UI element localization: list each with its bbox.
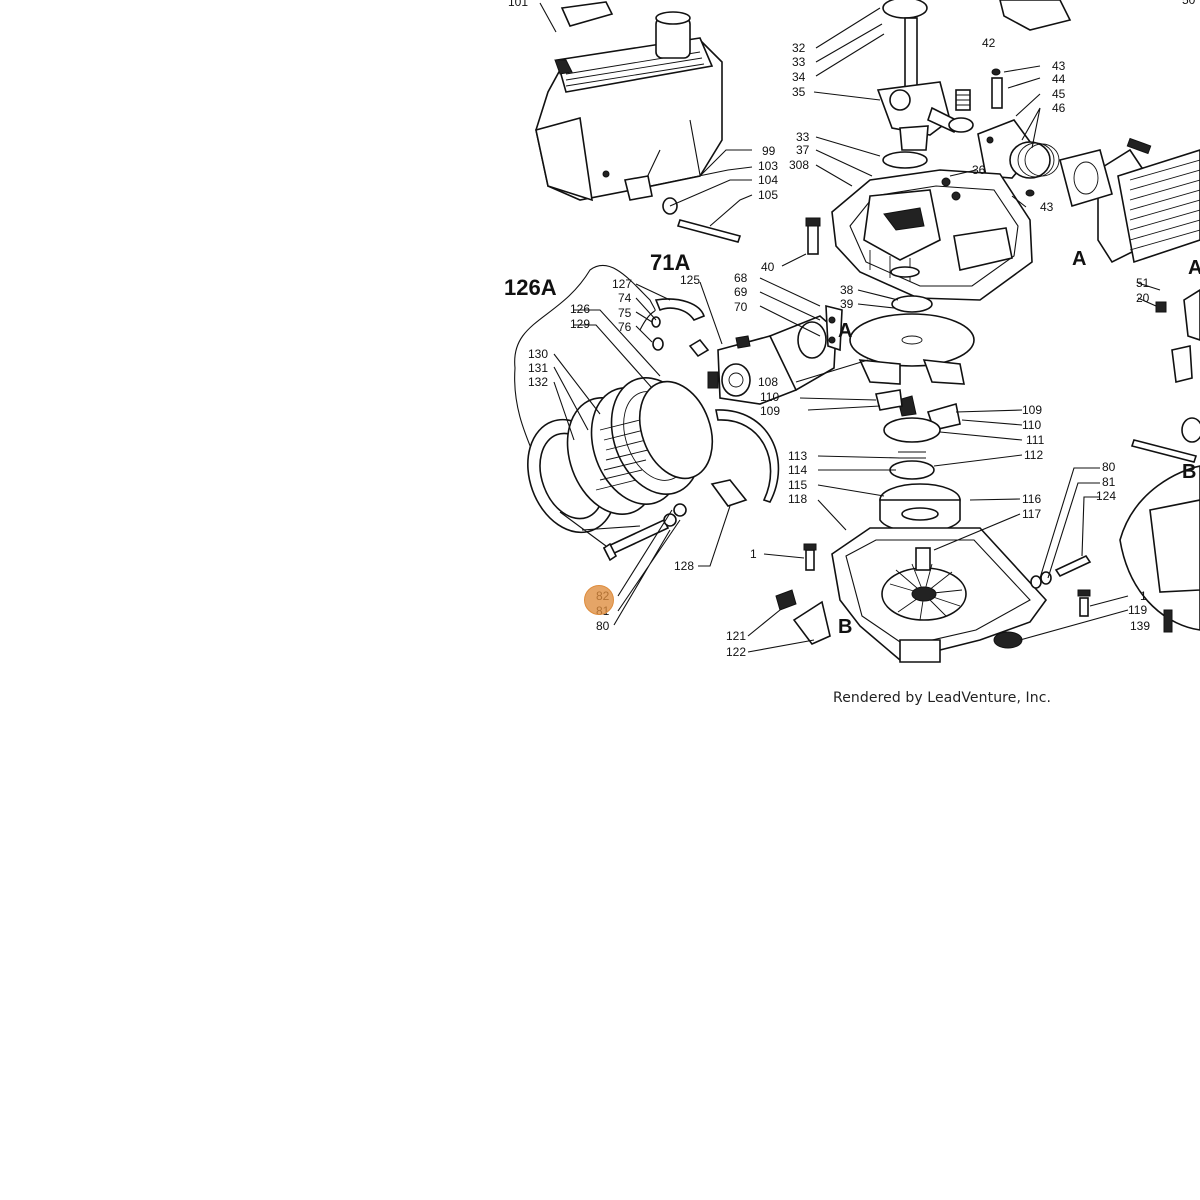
part-number: 108 xyxy=(758,375,778,389)
part-number: 76 xyxy=(618,320,632,334)
part-number: 122 xyxy=(726,645,746,659)
part-number: 1 xyxy=(750,547,757,561)
part-number: 81 xyxy=(1102,475,1116,489)
leader-lines xyxy=(539,2,1161,653)
part-number: 43 xyxy=(1052,59,1066,73)
part-number: 126 xyxy=(570,302,590,316)
part-number: 42 xyxy=(982,36,996,50)
part-number: 36 xyxy=(972,163,986,177)
crankcase-drawing xyxy=(831,169,1033,301)
cylinder-drawing xyxy=(999,0,1200,341)
group-label-126a: 126A xyxy=(504,275,557,300)
part-number: 39 xyxy=(840,297,854,311)
group-label-a: A xyxy=(838,320,852,342)
part-number-labels: 101 32 33 34 35 42 43 44 45 46 33 37 308… xyxy=(508,0,1196,659)
group-labels: 126A 71A A A A B B xyxy=(504,248,1200,638)
part-number: 35 xyxy=(792,85,806,99)
part-number: 128 xyxy=(674,559,694,573)
part-number: 117 xyxy=(1022,507,1041,521)
part-number: 103 xyxy=(758,159,778,173)
part-number: 101 xyxy=(508,0,528,9)
part-number: 69 xyxy=(734,285,748,299)
fuel-fitting-drawing xyxy=(624,175,742,243)
part-number: 118 xyxy=(788,492,807,506)
part-number: 124 xyxy=(1096,489,1116,503)
lower-housing-drawing xyxy=(775,527,1048,663)
part-number: 105 xyxy=(758,188,778,202)
fuel-tank-drawing xyxy=(535,1,723,202)
part-number: 20 xyxy=(1136,291,1150,305)
fan-clutch-drawing xyxy=(849,295,975,533)
part-number: 113 xyxy=(788,449,807,463)
part-number: 34 xyxy=(792,70,806,84)
part-number: 46 xyxy=(1052,101,1066,115)
part-number: 129 xyxy=(570,317,590,331)
part-number: 33 xyxy=(796,130,810,144)
part-number: 32 xyxy=(792,41,806,55)
part-number: 45 xyxy=(1052,87,1066,101)
part-number: 51 xyxy=(1136,276,1150,290)
part-number: 115 xyxy=(788,478,807,492)
part-number: 132 xyxy=(528,375,548,389)
air-filter-drawing xyxy=(514,264,780,562)
render-credit: Rendered by LeadVenture, Inc. xyxy=(833,690,1052,706)
part-number: 116 xyxy=(1022,492,1041,506)
crankshaft-drawing xyxy=(876,0,1035,197)
part-number: 99 xyxy=(762,144,776,158)
part-number: 110 xyxy=(760,390,779,404)
group-label-a: A xyxy=(1072,248,1086,270)
piston-drawing xyxy=(977,119,1060,179)
part-number: 104 xyxy=(758,173,778,187)
part-number: 109 xyxy=(760,404,780,418)
part-number: 119 xyxy=(1128,603,1147,617)
part-number: 80 xyxy=(1102,460,1116,474)
part-number: 70 xyxy=(734,300,748,314)
group-label-b: B xyxy=(1182,461,1196,483)
part-number: 40 xyxy=(761,260,775,274)
carburetor-drawing xyxy=(707,304,843,405)
part-number: 139 xyxy=(1130,619,1150,633)
group-label-71a: 71A xyxy=(650,250,690,275)
part-number: 112 xyxy=(1024,448,1043,462)
part-number: 1 xyxy=(1140,589,1147,603)
part-number: 43 xyxy=(1040,200,1054,214)
group-label-a: A xyxy=(1188,257,1200,279)
part-number: 68 xyxy=(734,271,748,285)
part-number: 110 xyxy=(1022,418,1041,432)
part-number: 131 xyxy=(528,361,548,375)
part-number: 130 xyxy=(528,347,548,361)
part-number: 109 xyxy=(1022,403,1042,417)
part-number: 37 xyxy=(796,143,810,157)
group-label-b: B xyxy=(838,616,852,638)
part-number: 308 xyxy=(789,158,809,172)
part-number: 127 xyxy=(612,277,632,291)
part-number: 38 xyxy=(840,283,854,297)
part-number: 80 xyxy=(596,619,610,633)
part-number: 75 xyxy=(618,306,632,320)
right-side-parts-drawing xyxy=(1119,345,1200,633)
part-number: 111 xyxy=(1026,433,1045,447)
part-number: 125 xyxy=(680,273,700,287)
part-number: 50 xyxy=(1182,0,1196,7)
part-number: 74 xyxy=(618,291,632,305)
part-number: 114 xyxy=(788,463,807,477)
part-number: 121 xyxy=(726,629,746,643)
part-number: 33 xyxy=(792,55,806,69)
fasteners-drawing xyxy=(803,217,1167,617)
part-number: 44 xyxy=(1052,72,1066,86)
part-hotspot-marker[interactable] xyxy=(584,585,614,615)
